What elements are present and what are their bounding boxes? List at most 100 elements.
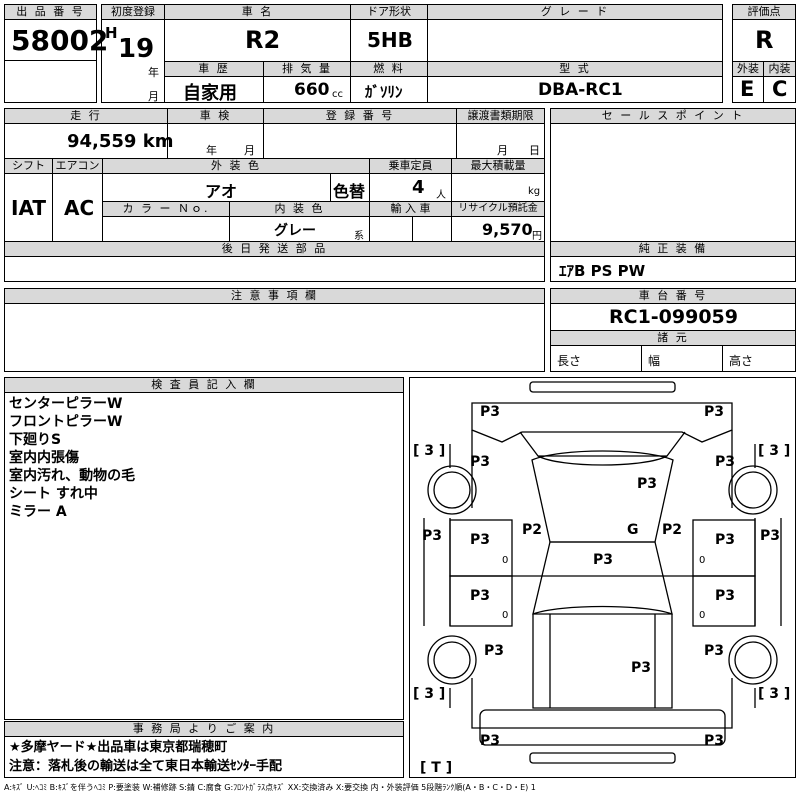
mark-p3-right-door: P3	[715, 532, 735, 548]
mark-bracket-right-lower: [ 3 ]	[758, 686, 790, 702]
door-type: 5HB	[367, 28, 413, 52]
int-color-value: グレー	[274, 223, 316, 239]
color-change-cell: 色替	[330, 173, 370, 202]
mark-p2-left: P2	[522, 522, 542, 538]
first-reg-cell: H 19 年 月	[101, 19, 165, 103]
mark-p3-center: P3	[593, 552, 613, 568]
mileage-header: 走 行	[4, 108, 168, 124]
interior-cell: C	[763, 76, 796, 103]
score-header: 評価点	[732, 4, 796, 20]
sales-points-cell	[550, 123, 796, 242]
capacity-cell: 4 人	[369, 173, 452, 202]
dim-height-cell: 高さ	[722, 345, 796, 372]
lot-no-cell: 58002	[4, 19, 108, 61]
lot-no-blank	[4, 60, 97, 103]
car-name: R2	[245, 26, 281, 54]
notes-header: 注 意 事 項 欄	[4, 288, 545, 304]
lot-no-header: 出 品 番 号	[4, 4, 97, 20]
dim-length-cell: 長さ	[550, 345, 642, 372]
mark-bracket-right-upper: [ 3 ]	[758, 443, 790, 459]
history-value: 自家用	[183, 83, 237, 104]
interior-header: 内装	[763, 61, 796, 77]
ext-color-value: アオ	[205, 182, 238, 201]
mark-p3-lower-left: P3	[484, 643, 504, 659]
reg-no-cell	[263, 123, 457, 159]
chassis-cell: RC1-099059	[550, 303, 796, 331]
mark-zero: 0	[699, 555, 705, 566]
shift-value: IAT	[11, 196, 47, 220]
inspection-year-unit: 年	[206, 144, 217, 157]
mark-p3-left-rear-door: P3	[470, 588, 490, 604]
mark-bracket-left-lower: [ 3 ]	[413, 686, 445, 702]
inspection-header: 車 検	[167, 108, 264, 124]
color-no-cell	[102, 216, 230, 242]
later-parts-cell	[4, 256, 545, 282]
aircon-value: AC	[64, 196, 95, 220]
inspector-line: 室内内張傷	[9, 450, 79, 466]
max-load-cell: kg	[451, 173, 545, 202]
max-load-unit: kg	[528, 186, 541, 197]
capacity-unit: 人	[436, 190, 446, 201]
car-damage-diagram: P3 P3 [ 3 ] [ 3 ] P3 P3 P3 P3 P3 P3 P3 P…	[413, 381, 790, 776]
shift-header: シフト	[4, 158, 53, 174]
era-prefix: H	[105, 24, 118, 42]
mark-bracket-t: [ T ]	[420, 760, 452, 776]
int-color-cell: グレー 系	[229, 216, 370, 242]
fuel-header: 燃 料	[350, 61, 428, 77]
chassis-number: RC1-099059	[609, 306, 739, 328]
damage-diagram-frame: P3 P3 [ 3 ] [ 3 ] P3 P3 P3 P3 P3 P3 P3 P…	[409, 377, 796, 778]
office-cell: ★多摩ヤード★出品車は東京都瑞穂町 注意：落札後の輸送は全て東日本輸送ｾﾝﾀｰ手…	[4, 736, 404, 778]
interior-grade: C	[772, 77, 788, 101]
mark-p3-left-door: P3	[470, 532, 490, 548]
mark-g: G	[627, 522, 639, 538]
mileage-value: 94,559 km	[67, 131, 174, 152]
office-line: ★多摩ヤード★出品車は東京都瑞穂町	[9, 740, 228, 755]
office-header: 事 務 局 よ り ご 案 内	[4, 721, 404, 737]
inspector-line: センターピラーW	[9, 396, 123, 412]
model-cell: DBA-RC1	[427, 76, 723, 103]
dim-width: 幅	[648, 354, 661, 368]
transfer-header: 譲渡書類期限	[456, 108, 545, 124]
notes-cell	[4, 303, 545, 372]
ext-color-cell: アオ	[102, 173, 331, 202]
later-parts-header: 後 日 発 送 部 品	[4, 241, 545, 257]
first-reg-year: 19	[118, 34, 155, 64]
mark-p3-right-side: P3	[760, 528, 780, 544]
mark-p3-rear-left: P3	[480, 404, 500, 420]
transfer-day: 日	[529, 144, 540, 157]
displacement-value: 660	[294, 80, 330, 100]
model-code: DBA-RC1	[538, 80, 623, 100]
inspector-line: フロントピラーW	[9, 414, 123, 430]
model-header: 型 式	[427, 61, 723, 77]
import-cell-b	[412, 216, 452, 242]
score-value: R	[755, 26, 774, 54]
displacement-header: 排 気 量	[263, 61, 351, 77]
mark-bracket-left-upper: [ 3 ]	[413, 443, 445, 459]
mark-p3-lower-right: P3	[704, 643, 724, 659]
exterior-cell: E	[732, 76, 764, 103]
exterior-grade: E	[740, 77, 755, 101]
inspection-month-unit: 月	[244, 144, 255, 157]
mark-p3-bumper-left: P3	[480, 733, 500, 749]
recycle-header: リサイクル預託金	[451, 201, 545, 217]
recycle-cell: 9,570 円	[451, 216, 545, 242]
mark-p3-rear-right: P3	[704, 404, 724, 420]
sales-points-header: セ ー ル ス ポ イ ン ト	[550, 108, 796, 124]
aircon-header: エアコン	[52, 158, 103, 174]
exterior-header: 外装	[732, 61, 764, 77]
dim-length: 長さ	[557, 354, 582, 368]
displacement-unit: cc	[332, 89, 343, 100]
mark-p3-trunk: P3	[631, 660, 651, 676]
chassis-header: 車 台 番 号	[550, 288, 796, 304]
import-header: 輸 入 車	[369, 201, 452, 217]
mark-zero: 0	[502, 610, 508, 621]
aircon-cell: AC	[52, 173, 103, 242]
mark-p3-upper-right: P3	[715, 454, 735, 470]
car-name-header: 車 名	[164, 4, 351, 20]
dim-height: 高さ	[729, 354, 754, 368]
mark-p2-right: P2	[662, 522, 682, 538]
transfer-month: 月	[497, 144, 508, 157]
month-unit: 月	[148, 90, 159, 103]
score-cell: R	[732, 19, 796, 62]
fuel-cell: ｶﾞｿﾘﾝ	[350, 76, 428, 103]
